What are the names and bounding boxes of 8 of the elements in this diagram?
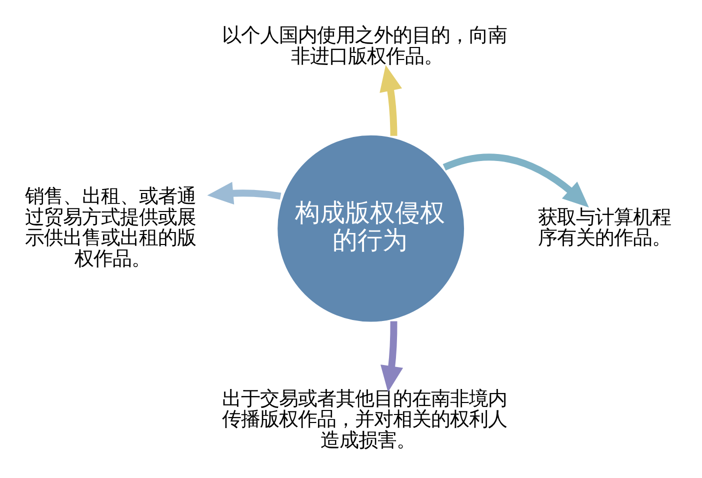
node-text: 销售、出租、或者通过贸易方式提供或展示供出售或出租的版权作品。 (25, 184, 196, 270)
arrow (380, 321, 404, 392)
arrow (207, 182, 282, 205)
arrow (442, 154, 589, 208)
node-text: 以个人国内使用之外的目的，向南非进口版权作品。 (222, 24, 507, 68)
node-text: 获取与计算机程序有关的作品。 (538, 205, 671, 250)
node-text: 出于交易或者其他目的在南非境内传播版权作品，并对相关的权利人造成损害。 (222, 386, 507, 452)
arrow (380, 65, 402, 136)
